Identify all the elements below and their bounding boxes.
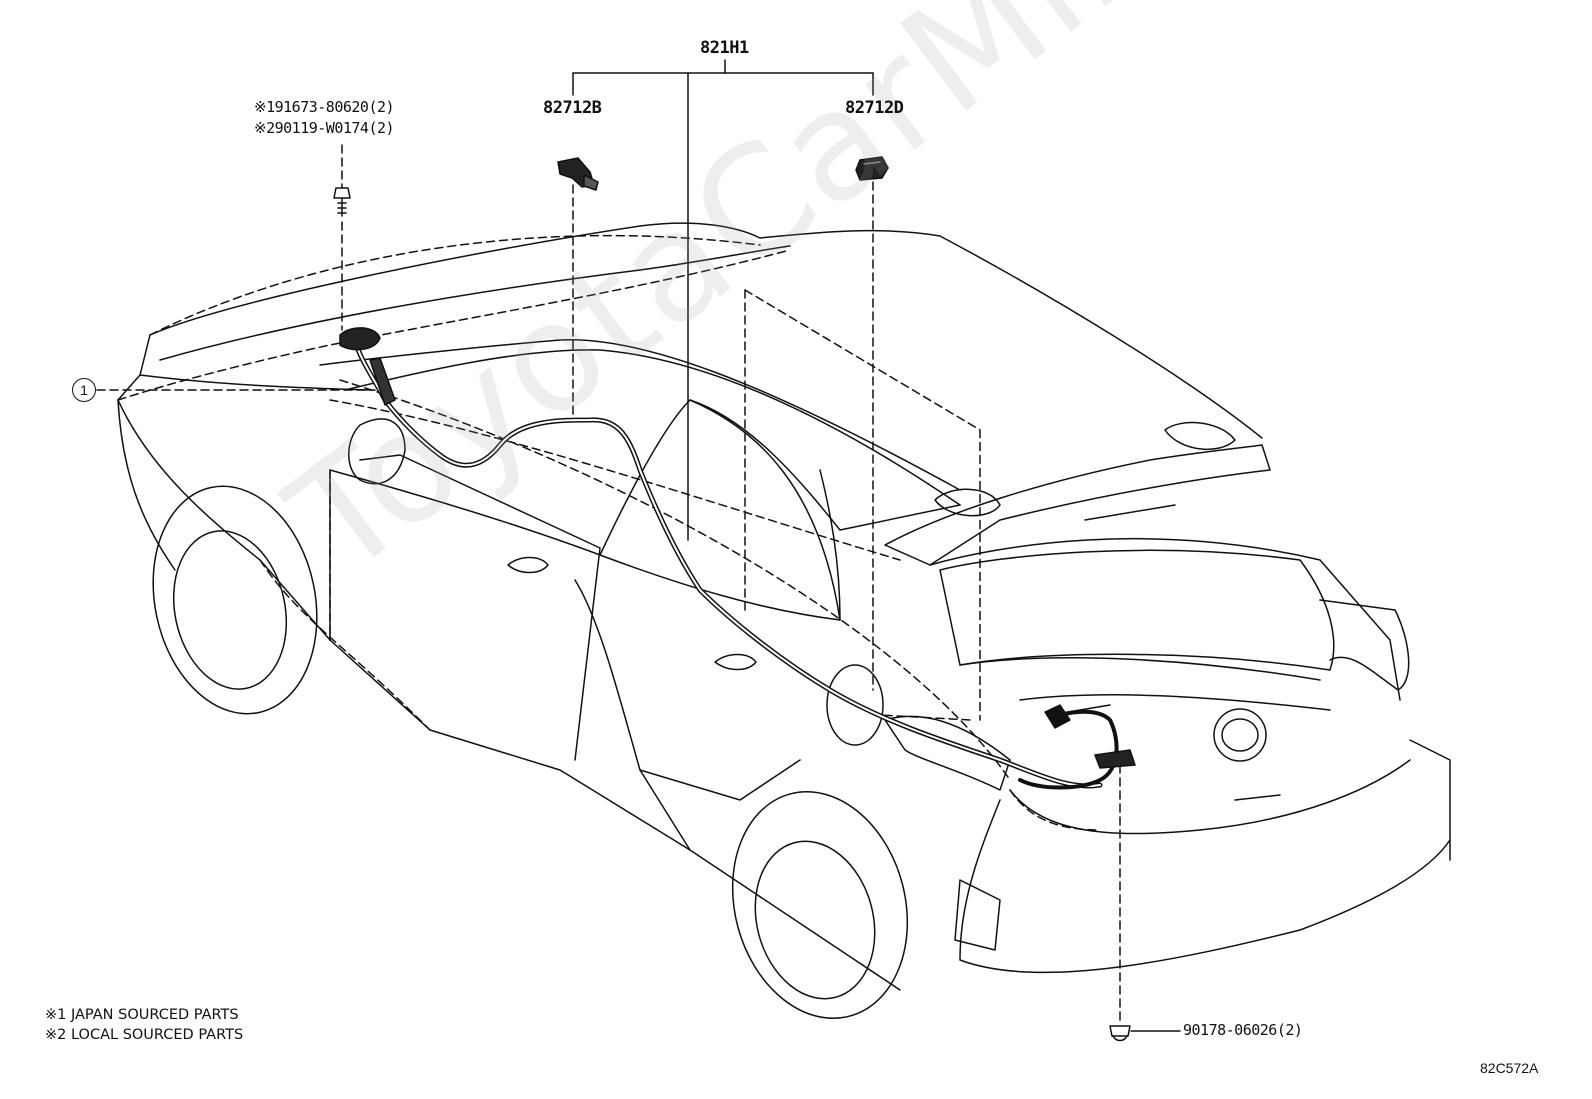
car-body xyxy=(117,222,1451,1019)
connector-82712b-icon xyxy=(557,157,599,191)
assembly-part-number: 821H1 xyxy=(700,38,749,58)
note-local-sourced: ※2 LOCAL SOURCED PARTS xyxy=(45,1027,244,1043)
callout-1: 1 xyxy=(72,378,96,402)
note-japan-sourced: ※1 JAPAN SOURCED PARTS xyxy=(45,1007,239,1023)
screw-icon xyxy=(333,187,351,217)
part-number-82712b: 82712B xyxy=(543,98,602,118)
clip-part-number: 90178-06026(2) xyxy=(1183,1021,1303,1039)
reference-dashed-lines xyxy=(96,144,1121,1021)
connector-82712d-icon xyxy=(855,156,889,181)
clip-icon xyxy=(1109,1025,1131,1042)
screw-note-2: ※290119-W0174(2) xyxy=(254,119,395,137)
wire-harness xyxy=(339,327,1136,790)
assembly-bracket xyxy=(572,59,874,541)
screw-note-1: ※191673-80620(2) xyxy=(254,98,395,116)
diagram-id: 82C572A xyxy=(1480,1060,1539,1076)
part-number-82712d: 82712D xyxy=(845,98,904,118)
